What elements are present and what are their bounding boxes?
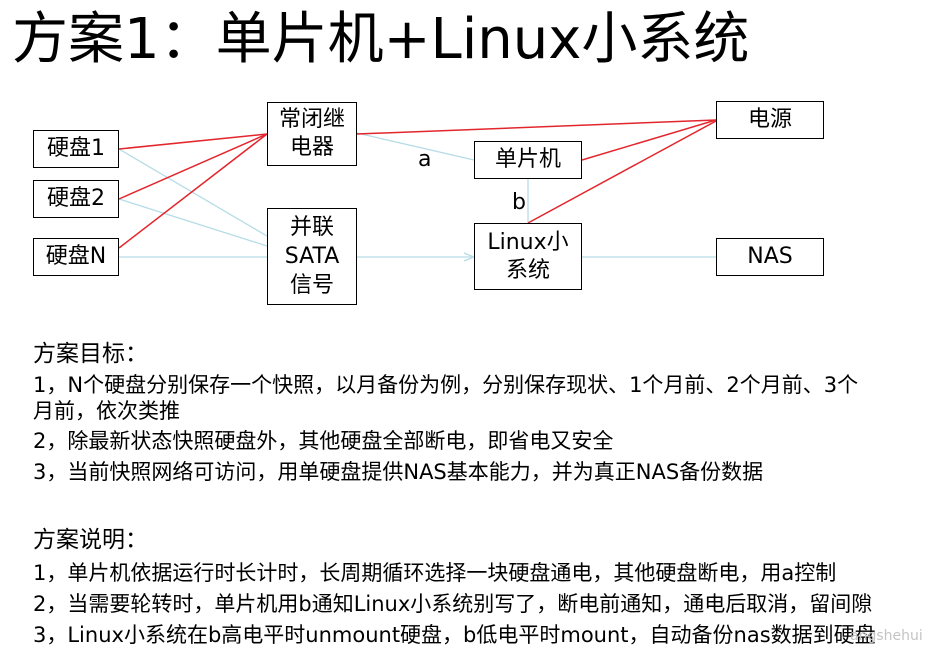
node-disk-2-label: 硬盘2 <box>47 186 105 211</box>
node-disk-1-label: 硬盘1 <box>47 136 105 161</box>
node-nas: NAS <box>716 238 824 276</box>
node-disk-n: 硬盘N <box>33 238 119 276</box>
node-disk-2: 硬盘2 <box>33 180 119 218</box>
node-sata-label-line: 信号 <box>289 273 334 298</box>
goals-heading: 方案目标： <box>33 341 148 367</box>
power-wire-disk1-relay <box>118 133 268 150</box>
description-item-1: 1，单片机依据运行时长计时，长周期循环选择一块硬盘通电，其他硬盘断电，用a控制 <box>33 561 837 585</box>
node-linux: Linux小 系统 <box>474 223 582 290</box>
node-relay: 常闭继 电器 <box>267 102 357 166</box>
goal-item-2: 2，除最新状态快照硬盘外，其他硬盘全部断电，即省电又安全 <box>33 428 613 454</box>
node-mcu: 单片机 <box>474 141 582 179</box>
goal-item-1-line: 月前，依次类推 <box>33 399 180 423</box>
node-power: 电源 <box>716 101 824 139</box>
description-item-2: 2，当需要轮转时，单片机用b通知Linux小系统别写了，断电前通知，通电后取消，… <box>33 592 873 616</box>
node-linux-label-line: 系统 <box>505 257 550 283</box>
node-disk-1: 硬盘1 <box>33 130 119 168</box>
power-wire-relay-power <box>356 119 717 135</box>
signal-wire-disk2-sata <box>118 198 268 247</box>
description-heading: 方案说明： <box>33 527 148 553</box>
signal-wire-disk1-sata <box>118 148 268 237</box>
goal-item-1: 1，N个硬盘分别保存一个快照，以月备份为例，分别保存现状、1个月前、2个月前、3… <box>33 372 858 424</box>
node-linux-label-line: Linux小 <box>487 229 569 255</box>
node-sata-label-line: 并联 <box>289 215 334 240</box>
goal-item-2-line: 2，除最新状态快照硬盘外，其他硬盘全部断电，即省电又安全 <box>33 429 614 453</box>
watermark: angshehui <box>850 628 923 644</box>
power-wire-diskn-relay <box>118 133 268 249</box>
node-mcu-label: 单片机 <box>494 147 561 172</box>
node-sata: 并联 SATA 信号 <box>267 208 357 305</box>
node-relay-label-line: 常闭继 <box>278 107 345 132</box>
edge-label-a: a <box>418 147 432 172</box>
node-relay-label-line: 电器 <box>289 135 334 160</box>
node-nas-label: NAS <box>747 244 793 269</box>
power-wire-linux-power <box>527 120 717 224</box>
power-wire-mcu-power <box>581 119 717 161</box>
node-power-label: 电源 <box>747 107 792 132</box>
signal-wire-relay-mcu <box>356 132 475 161</box>
description-item-3: 3，Linux小系统在b高电平时unmount硬盘，b低电平时mount，自动备… <box>33 623 876 647</box>
node-sata-label-line: SATA <box>284 244 340 269</box>
power-wire-disk2-relay <box>118 133 268 200</box>
edge-label-b: b <box>512 190 526 215</box>
goal-item-1-line: 1，N个硬盘分别保存一个快照，以月备份为例，分别保存现状、1个月前、2个月前、3… <box>33 373 859 397</box>
slide-title: 方案1：单片机+Linux小系统 <box>12 7 750 72</box>
goal-item-3-line: 3，当前快照网络可访问，用单硬盘提供NAS基本能力，并为真正NAS备份数据 <box>33 460 764 484</box>
goal-item-3: 3，当前快照网络可访问，用单硬盘提供NAS基本能力，并为真正NAS备份数据 <box>33 459 763 485</box>
node-disk-n-label: 硬盘N <box>45 244 107 269</box>
